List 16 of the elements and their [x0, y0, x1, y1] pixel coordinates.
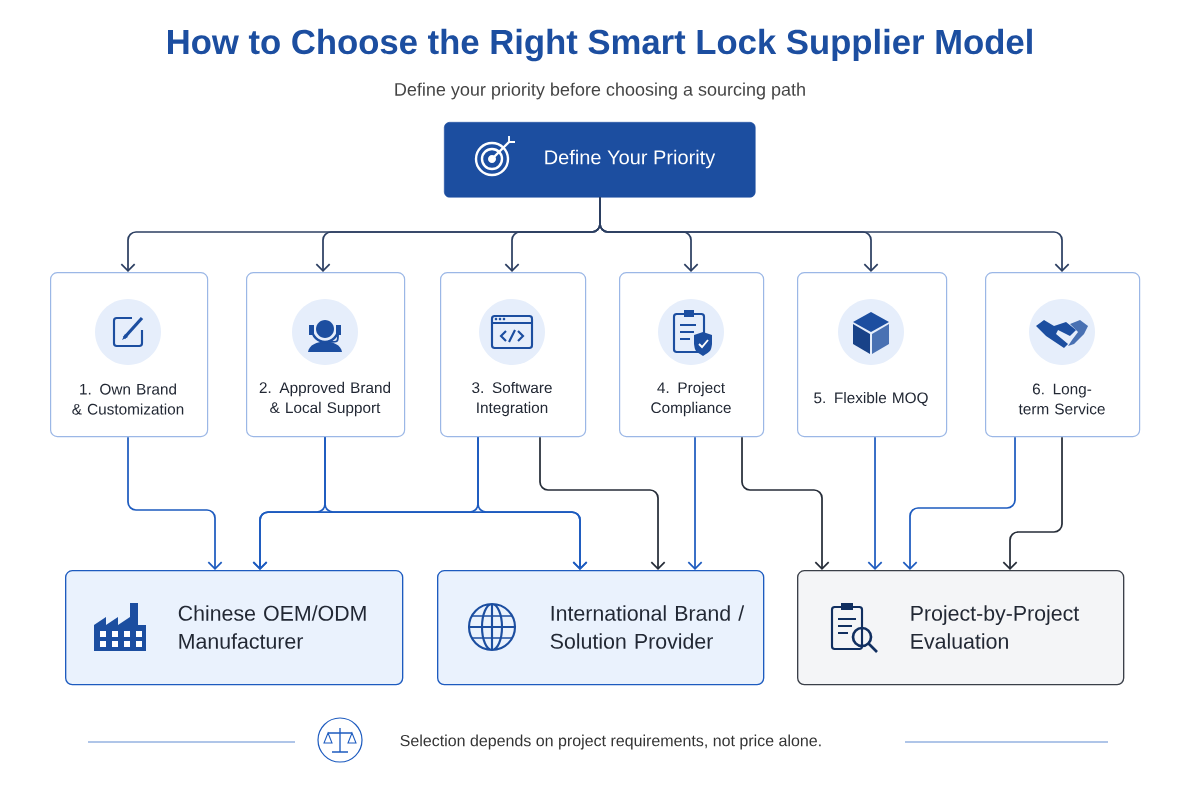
arrow — [477, 436, 588, 570]
arrow — [599, 196, 1070, 272]
priority-button: Define Your Priority — [444, 122, 756, 198]
supplier-box: Chinese OEM/ODM Manufacturer — [65, 570, 404, 686]
arrow — [539, 436, 666, 570]
supplier-box: International Brand / Solution Provider — [437, 570, 765, 686]
arrow — [867, 436, 883, 570]
arrow — [741, 436, 830, 570]
subtitle: Define your priority before choosing a sourcing path — [395, 82, 805, 100]
evaluation-box: Project-by-Project Evaluation — [797, 570, 1125, 686]
title: How to Choose the Right Smart Lock Supplier Model — [168, 28, 1032, 62]
arrow — [687, 436, 703, 570]
footnote: Selection depends on project requirements, not price alone. — [400, 734, 821, 750]
arrow — [127, 436, 223, 570]
arrow — [1002, 436, 1063, 570]
arrow — [902, 436, 1016, 570]
